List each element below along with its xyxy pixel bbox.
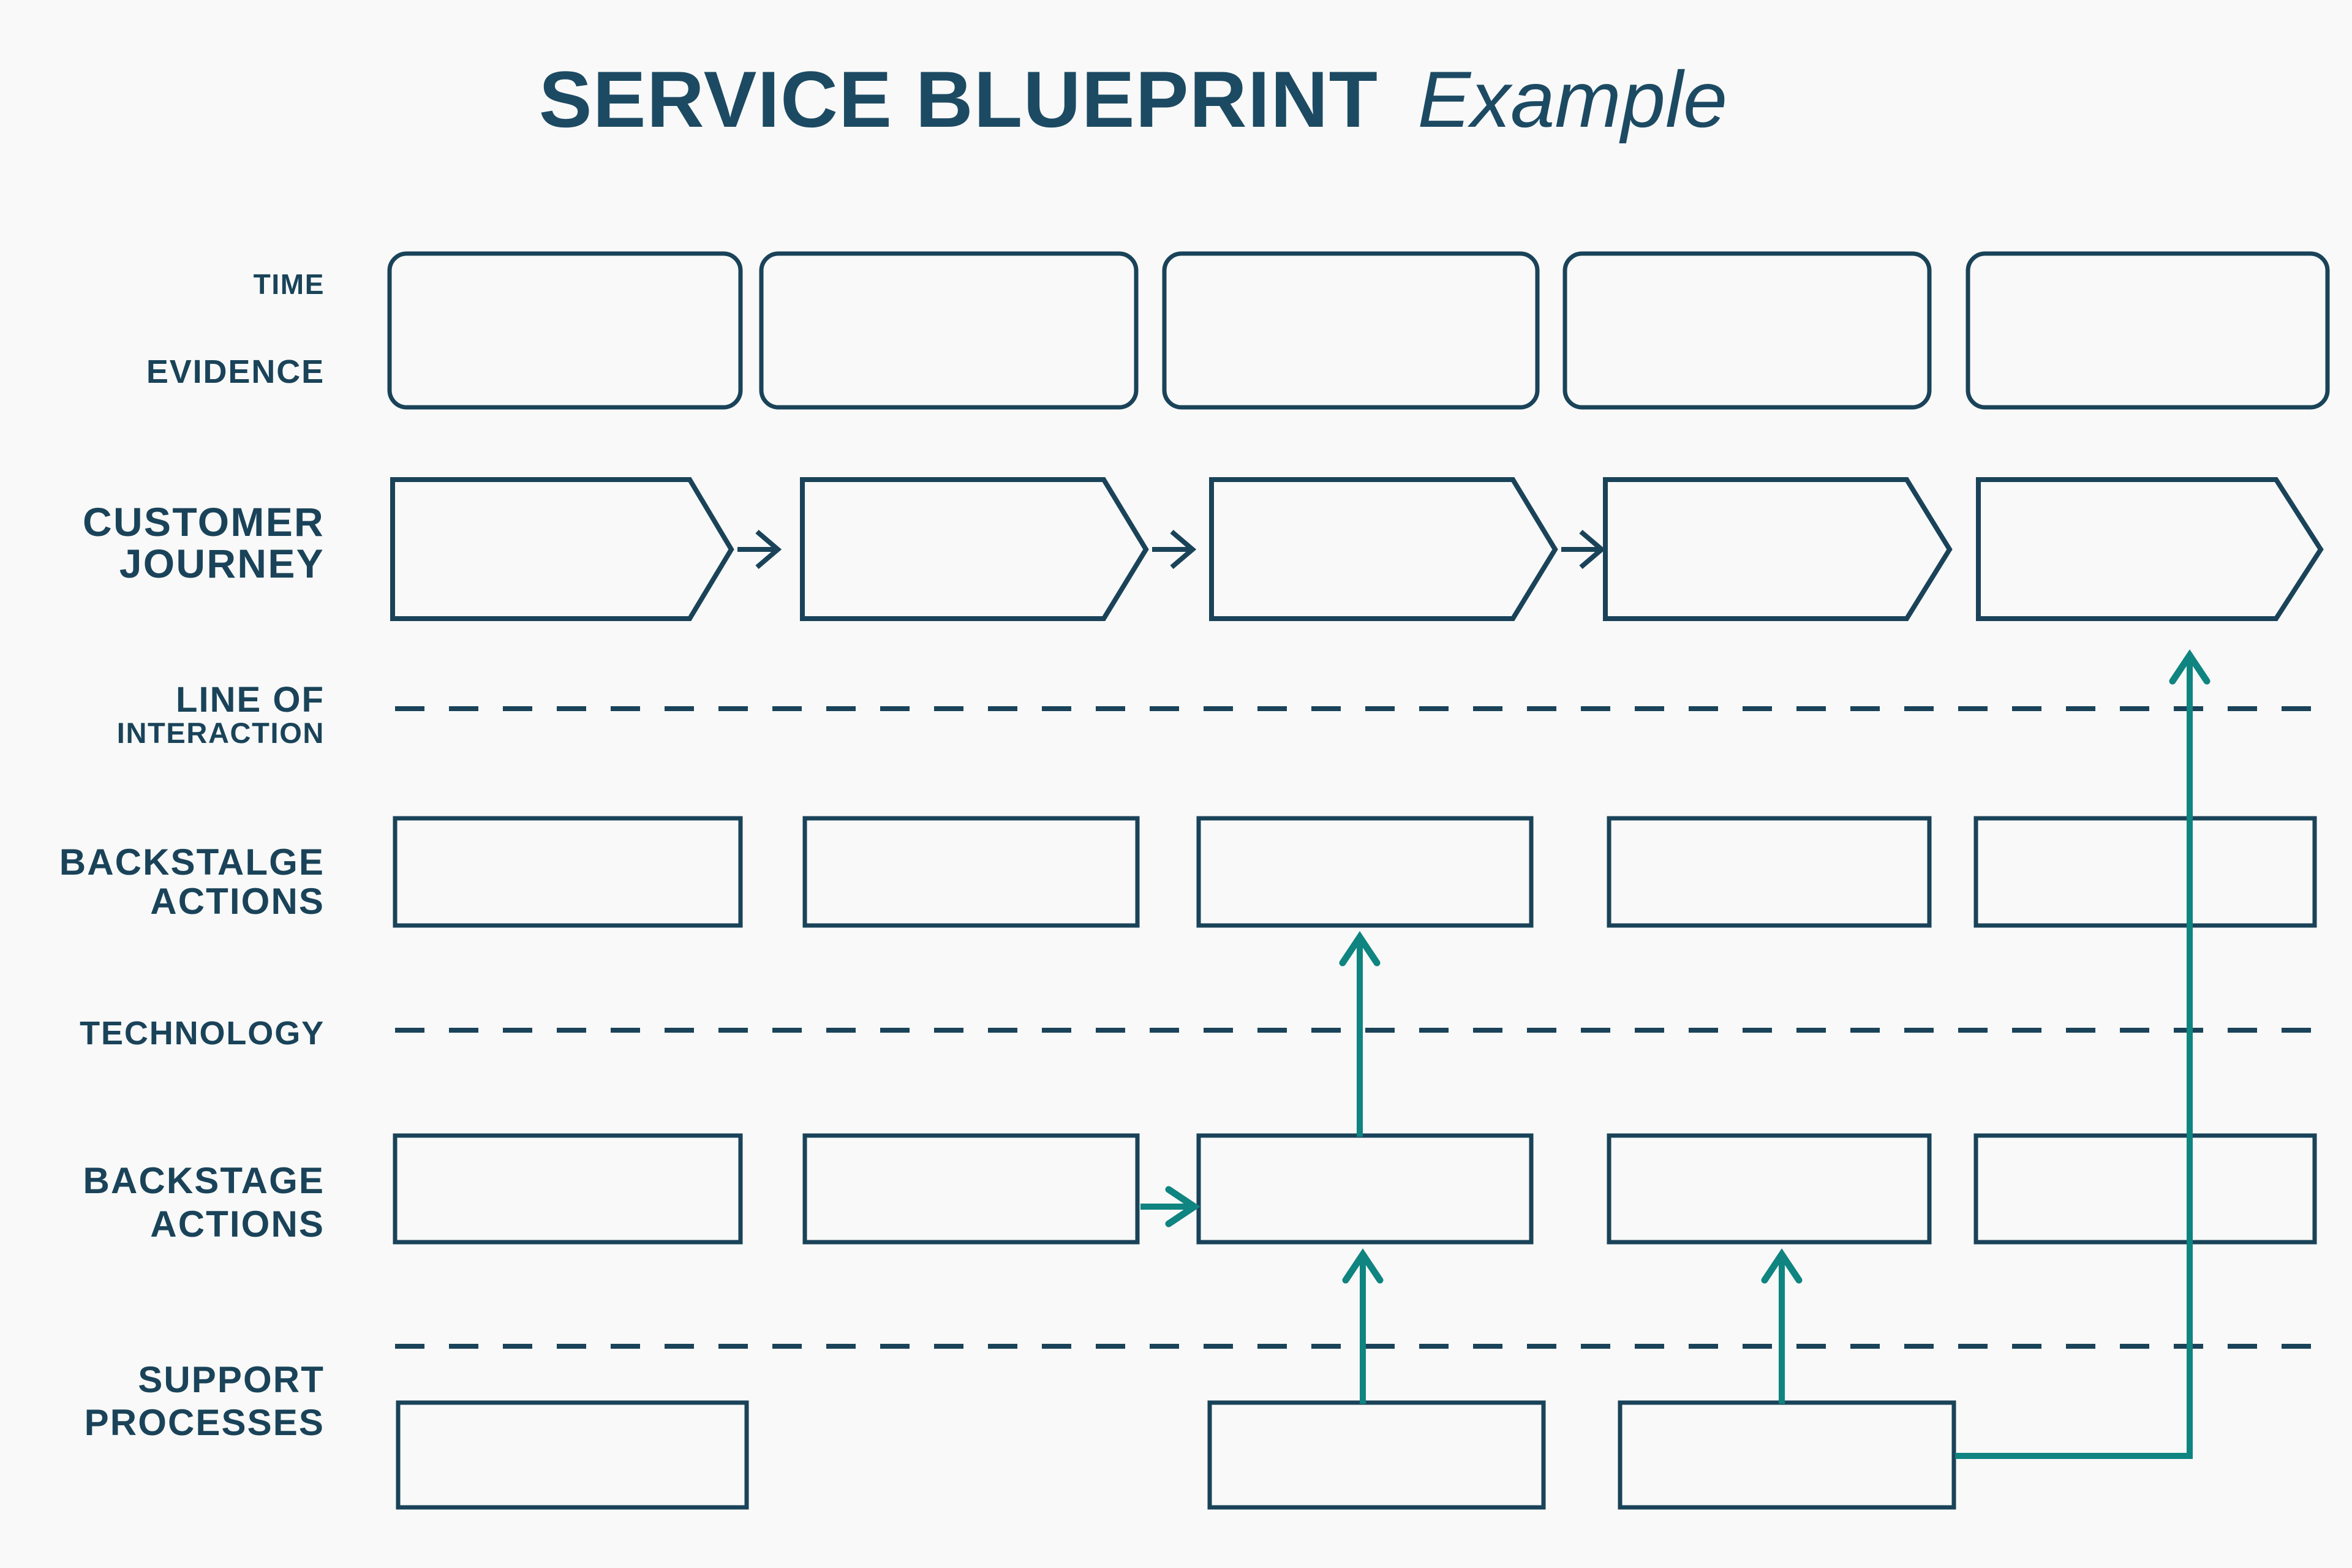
arrow-backstage3-to-backstalge3 [1339, 931, 1381, 1137]
row-label-customer-journey-line2: JOURNEY [119, 541, 325, 586]
arrow-support3-to-journey5 [1955, 649, 2211, 1459]
evidence-box-2 [759, 251, 1139, 410]
page-title: SERVICE BLUEPRINT Example [539, 59, 1727, 140]
support-box-1 [396, 1400, 749, 1510]
backstage-box-1 [393, 1133, 743, 1245]
journey-chevron-2 [800, 477, 1149, 621]
page-title-accent: Example [1417, 55, 1728, 144]
journey-arrow-1 [737, 529, 782, 570]
row-label-backstage-actions: BACKSTAGE ACTIONS [83, 1159, 325, 1246]
page-title-main: SERVICE BLUEPRINT [538, 55, 1379, 144]
row-label-support-processes-line1: SUPPORT [138, 1359, 325, 1400]
backstage-box-5 [1973, 1133, 2317, 1245]
journey-chevron-3 [1209, 477, 1558, 621]
support-processes-row [396, 1400, 1956, 1510]
row-label-backstage-actions-line2: ACTIONS [150, 1204, 325, 1245]
row-label-backstalge-actions-line1: BACKSTALGE [59, 842, 325, 883]
evidence-box-5 [1966, 251, 2330, 410]
row-label-support-processes-line2: PROCESSES [84, 1402, 325, 1443]
support-box-2 [1207, 1400, 1546, 1510]
evidence-box-1 [387, 251, 743, 410]
customer-journey-row [390, 477, 2324, 621]
row-label-customer-journey: CUSTOMER JOURNEY [83, 501, 325, 584]
backstalge-box-5 [1973, 816, 2317, 928]
backstalge-box-4 [1607, 816, 1932, 928]
backstalge-actions-row [393, 816, 2317, 928]
backstalge-box-2 [802, 816, 1140, 928]
arrow-support2-to-backstage3 [1342, 1248, 1384, 1404]
journey-arrow-2 [1152, 529, 1197, 570]
row-label-technology: TECHNOLOGY [80, 1015, 325, 1052]
row-label-time: TIME [253, 268, 325, 300]
backstage-actions-row [393, 1133, 2317, 1245]
backstalge-box-3 [1196, 816, 1534, 928]
journey-chevron-4 [1603, 477, 1953, 621]
row-label-backstalge-actions: BACKSTALGE ACTIONS [59, 843, 325, 921]
journey-chevron-1 [390, 477, 734, 621]
row-label-backstalge-actions-line2: ACTIONS [150, 881, 325, 922]
row-label-support-processes: SUPPORT PROCESSES [85, 1359, 325, 1444]
journey-arrow-3 [1561, 529, 1606, 570]
evidence-box-row [387, 251, 2330, 410]
backstage-box-3 [1196, 1133, 1534, 1245]
backstalge-box-1 [393, 816, 743, 928]
journey-chevron-5 [1976, 477, 2324, 621]
support-box-3 [1618, 1400, 1956, 1510]
evidence-box-4 [1562, 251, 1932, 410]
arrow-backstage2-to-backstage3 [1140, 1186, 1200, 1227]
row-label-backstage-actions-line1: BACKSTAGE [83, 1160, 325, 1201]
row-label-line-of-interaction-line2: INTERACTION [116, 717, 325, 749]
row-label-customer-journey-line1: CUSTOMER [83, 499, 325, 545]
backstage-box-4 [1607, 1133, 1932, 1245]
backstage-box-2 [802, 1133, 1140, 1245]
arrow-support3-to-backstage4 [1761, 1248, 1803, 1404]
row-label-evidence: EVIDENCE [146, 353, 325, 390]
evidence-box-3 [1162, 251, 1540, 410]
row-label-line-of-interaction-line1: LINE OF [176, 680, 325, 720]
